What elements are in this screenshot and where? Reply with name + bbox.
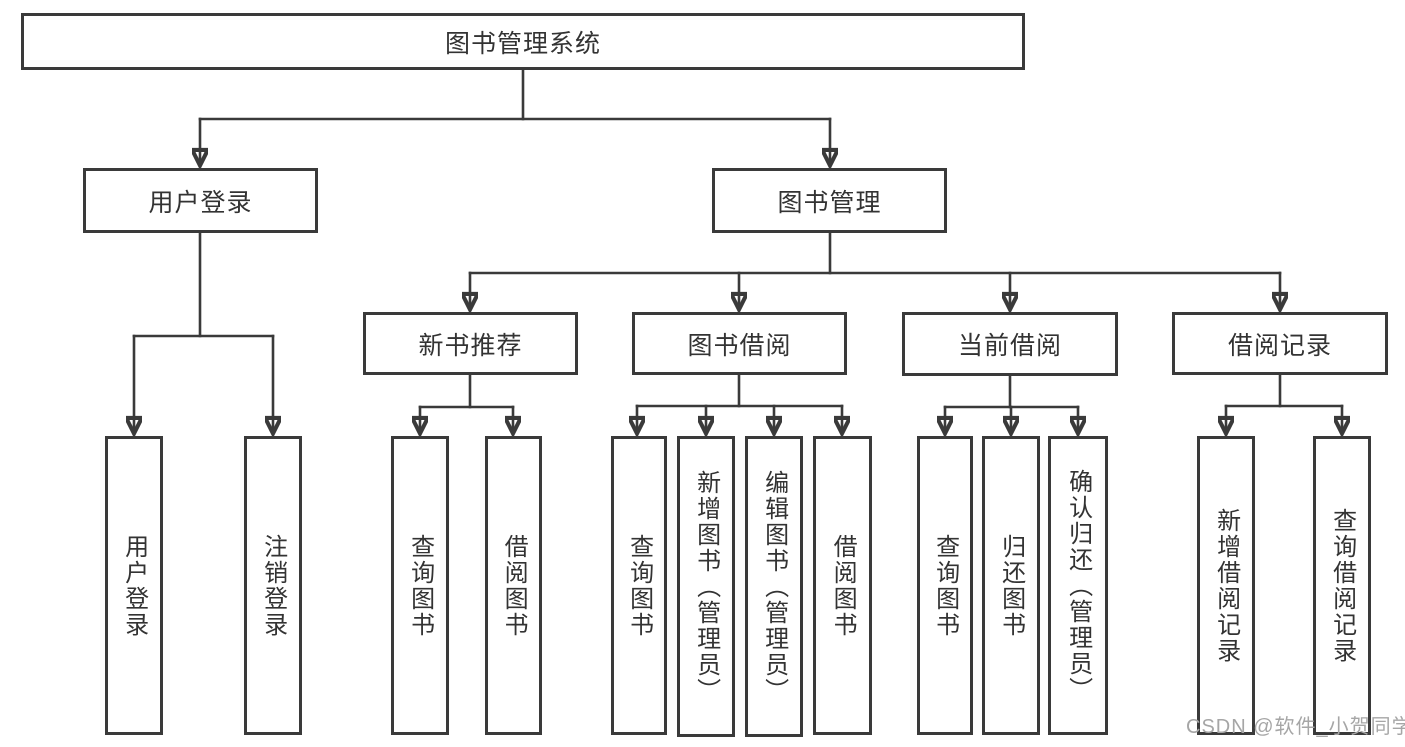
node-new-book-recommend-label: 新书推荐 <box>418 331 523 360</box>
connector-book-borrow-children <box>637 373 842 432</box>
leaf-return-book: 归还图书 <box>982 436 1040 735</box>
connector-borrow-records-children <box>1226 373 1342 432</box>
node-current-borrow: 当前借阅 <box>902 312 1118 376</box>
connector-current-borrow-children <box>945 374 1078 432</box>
leaf-query-borrow-record: 查询借阅记录 <box>1313 436 1371 735</box>
leaf-add-borrow-record: 新增借阅记录 <box>1197 436 1255 735</box>
leaf-recommend-borrow-books: 借阅图书 <box>485 436 542 735</box>
leaf-borrow-books-label: 借阅图书 <box>829 533 857 638</box>
leaf-edit-book-admin-label: 编辑图书（管理员） <box>760 469 788 704</box>
leaf-add-borrow-record-label: 新增借阅记录 <box>1212 507 1240 664</box>
leaf-borrow-query-books-label: 查询图书 <box>625 533 653 638</box>
node-root: 图书管理系统 <box>21 13 1025 70</box>
node-book-mgmt: 图书管理 <box>712 168 947 233</box>
node-book-borrow: 图书借阅 <box>632 312 847 375</box>
node-user-login-label: 用户登录 <box>148 188 253 217</box>
leaf-edit-book-admin: 编辑图书（管理员） <box>745 436 803 737</box>
node-user-login: 用户登录 <box>83 168 318 233</box>
leaf-current-query-books: 查询图书 <box>917 436 973 735</box>
node-book-borrow-label: 图书借阅 <box>687 331 792 360</box>
leaf-query-borrow-record-label: 查询借阅记录 <box>1328 507 1356 664</box>
node-current-borrow-label: 当前借阅 <box>957 332 1062 360</box>
connector-book-mgmt-children <box>470 231 1280 308</box>
leaf-current-query-books-label: 查询图书 <box>931 533 959 638</box>
leaf-recommend-borrow-books-label: 借阅图书 <box>500 533 528 638</box>
leaf-add-book-admin-label: 新增图书（管理员） <box>692 469 720 704</box>
leaf-logout-label: 注销登录 <box>259 533 287 638</box>
leaf-confirm-return-admin: 确认归还（管理员） <box>1048 436 1108 735</box>
leaf-logout: 注销登录 <box>244 436 302 735</box>
node-root-label: 图书管理系统 <box>444 29 601 58</box>
leaf-borrow-books: 借阅图书 <box>813 436 872 735</box>
leaf-borrow-query-books: 查询图书 <box>611 436 667 735</box>
node-borrow-records: 借阅记录 <box>1172 312 1388 375</box>
node-borrow-records-label: 借阅记录 <box>1227 331 1332 360</box>
node-book-mgmt-label: 图书管理 <box>777 188 882 217</box>
watermark: CSDN @软件_小贺同学 <box>1186 716 1405 738</box>
connector-new-book-children <box>420 373 513 432</box>
leaf-return-book-label: 归还图书 <box>997 533 1025 638</box>
leaf-recommend-query-books-label: 查询图书 <box>406 533 434 638</box>
leaf-confirm-return-admin-label: 确认归还（管理员） <box>1064 468 1092 703</box>
node-new-book-recommend: 新书推荐 <box>363 312 578 375</box>
leaf-recommend-query-books: 查询图书 <box>391 436 449 735</box>
connector-root-to-level2 <box>200 68 830 164</box>
leaf-user-login: 用户登录 <box>105 436 163 735</box>
leaf-add-book-admin: 新增图书（管理员） <box>677 436 735 737</box>
leaf-user-login-label: 用户登录 <box>120 533 148 638</box>
connector-user-login-children <box>134 231 273 432</box>
